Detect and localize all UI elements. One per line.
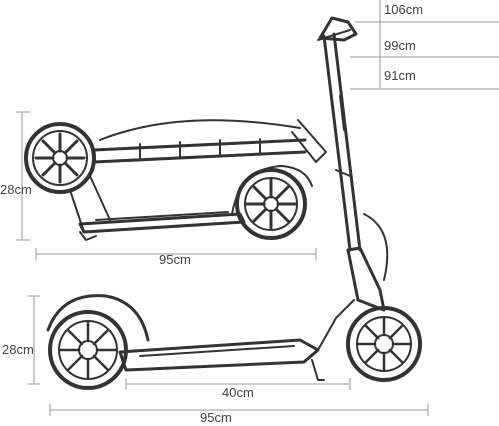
folded-length-label: 95cm [159,252,191,267]
rear-wheel [46,294,150,390]
total-length-label: 95cm [200,410,232,425]
height-scale: 106cm 99cm 91cm [350,0,499,90]
height-label-106: 106cm [384,2,423,17]
height-label-91: 91cm [384,68,416,83]
deck-height-label: 28cm [2,342,34,357]
folded-rear-wheel [231,165,313,240]
unfolded-dimensions: 28cm 40cm 95cm [2,295,429,425]
folded-height-label: 28cm [0,182,32,197]
unfolded-scooter [46,16,422,390]
deck-length-label: 40cm [222,385,254,400]
folded-scooter [24,119,327,241]
folded-front-wheel [24,122,96,194]
front-wheel [346,306,422,382]
height-label-99: 99cm [384,38,416,53]
folded-dimensions: 28cm 95cm [0,111,317,267]
